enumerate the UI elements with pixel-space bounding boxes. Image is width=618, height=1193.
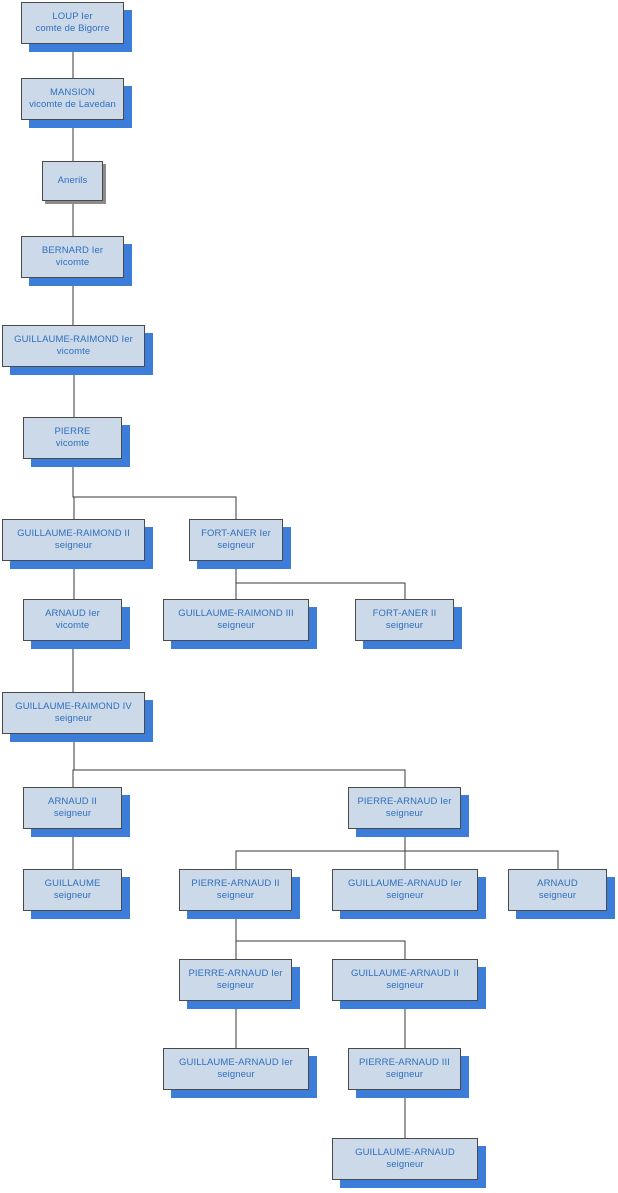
person-name: PIERRE-ARNAUD II (191, 878, 280, 889)
person-title: vicomte (55, 257, 90, 268)
person-title: seigneur (386, 980, 424, 991)
person-title: vicomte (55, 438, 90, 449)
person-title: seigneur (386, 1159, 424, 1170)
person-title: vicomte de Lavedan (29, 99, 116, 110)
person-title: seigneur (385, 1069, 424, 1080)
person-title: vicomte (55, 620, 90, 631)
person-name: GUILLAUME-RAIMOND IV (15, 701, 132, 712)
person-node[interactable]: Anerils (42, 161, 103, 201)
person-title: seigneur (217, 1069, 255, 1080)
person-name: GUILLAUME-ARNAUD Ier (179, 1057, 293, 1068)
person-name: Anerils (57, 175, 88, 186)
person-name: PIERRE-ARNAUD III (359, 1057, 450, 1068)
person-title: seigneur (385, 808, 424, 819)
person-name: BERNARD Ier (41, 245, 104, 256)
person-name: FORT-ANER II (372, 608, 437, 619)
person-name: GUILLAUME-RAIMOND Ier (14, 334, 133, 345)
person-title: seigneur (216, 980, 255, 991)
person-title: seigneur (53, 808, 92, 819)
person-title: seigneur (53, 890, 92, 901)
person-name: GUILLAUME (44, 878, 101, 889)
person-title: seigneur (54, 713, 93, 724)
person-name: GUILLAUME-ARNAUD II (350, 968, 459, 979)
person-name: MANSION (49, 87, 96, 98)
person-title: seigneur (385, 620, 424, 631)
person-name: GUILLAUME-ARNAUD Ier (348, 878, 462, 889)
person-name: ARNAUD (537, 878, 578, 889)
person-name: ARNAUD Ier (45, 608, 100, 619)
person-title: seigneur (217, 620, 255, 631)
person-title: comte de Bigorre (35, 23, 110, 34)
person-name: LOUP Ier (52, 11, 93, 22)
person-name: GUILLAUME-RAIMOND II (17, 528, 130, 539)
person-name: ARNAUD II (48, 796, 97, 807)
connector-line (72, 459, 237, 519)
person-name: GUILLAUME-RAIMOND III (178, 608, 294, 619)
person-title: seigneur (216, 890, 255, 901)
person-title: seigneur (54, 540, 93, 551)
person-name: FORT-ANER Ier (201, 528, 271, 539)
person-name: GUILLAUME-ARNAUD (355, 1147, 455, 1158)
person-title: seigneur (217, 540, 255, 551)
person-name: PIERRE (54, 426, 91, 437)
person-title: vicomte (56, 346, 91, 357)
person-title: seigneur (386, 890, 424, 901)
connector-line (72, 459, 75, 519)
person-title: seigneur (538, 890, 577, 901)
person-name: PIERRE-ARNAUD Ier (357, 796, 452, 807)
person-name: PIERRE-ARNAUD Ier (188, 968, 283, 979)
